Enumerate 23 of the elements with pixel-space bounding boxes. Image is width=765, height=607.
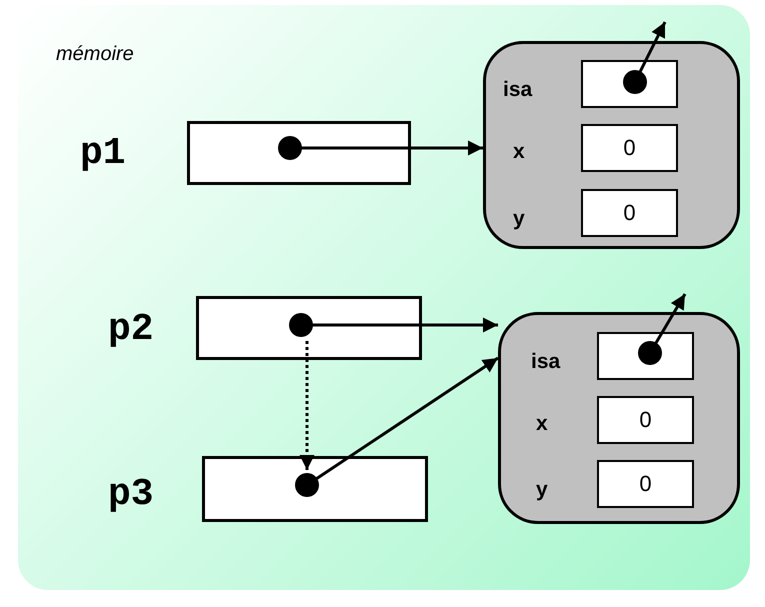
pointer-arrow: [638, 293, 686, 365]
value-field: 0: [581, 189, 678, 237]
pointer-arrow: [623, 21, 666, 94]
field-name: y: [513, 208, 525, 229]
variable-name: p1: [80, 135, 126, 173]
field-name: isa: [531, 351, 560, 372]
variable-name: p2: [108, 311, 154, 349]
field-name: isa: [503, 79, 532, 100]
memory-panel: [18, 5, 750, 590]
object-box: [483, 41, 740, 249]
panel-title: mémoire: [56, 43, 134, 66]
value-field: 0: [581, 124, 678, 172]
pointer-arrow: [295, 356, 499, 497]
variable-name: p3: [108, 476, 154, 514]
field-name: y: [536, 479, 548, 500]
value-field: 0: [597, 460, 694, 508]
object-box: [498, 312, 740, 524]
field-name: x: [513, 141, 525, 162]
value-field: 0: [597, 396, 694, 444]
pointer-arrow: [300, 341, 314, 470]
pointer-arrow: [289, 313, 498, 337]
pointer-arrow: [278, 136, 483, 160]
field-name: x: [536, 413, 548, 434]
